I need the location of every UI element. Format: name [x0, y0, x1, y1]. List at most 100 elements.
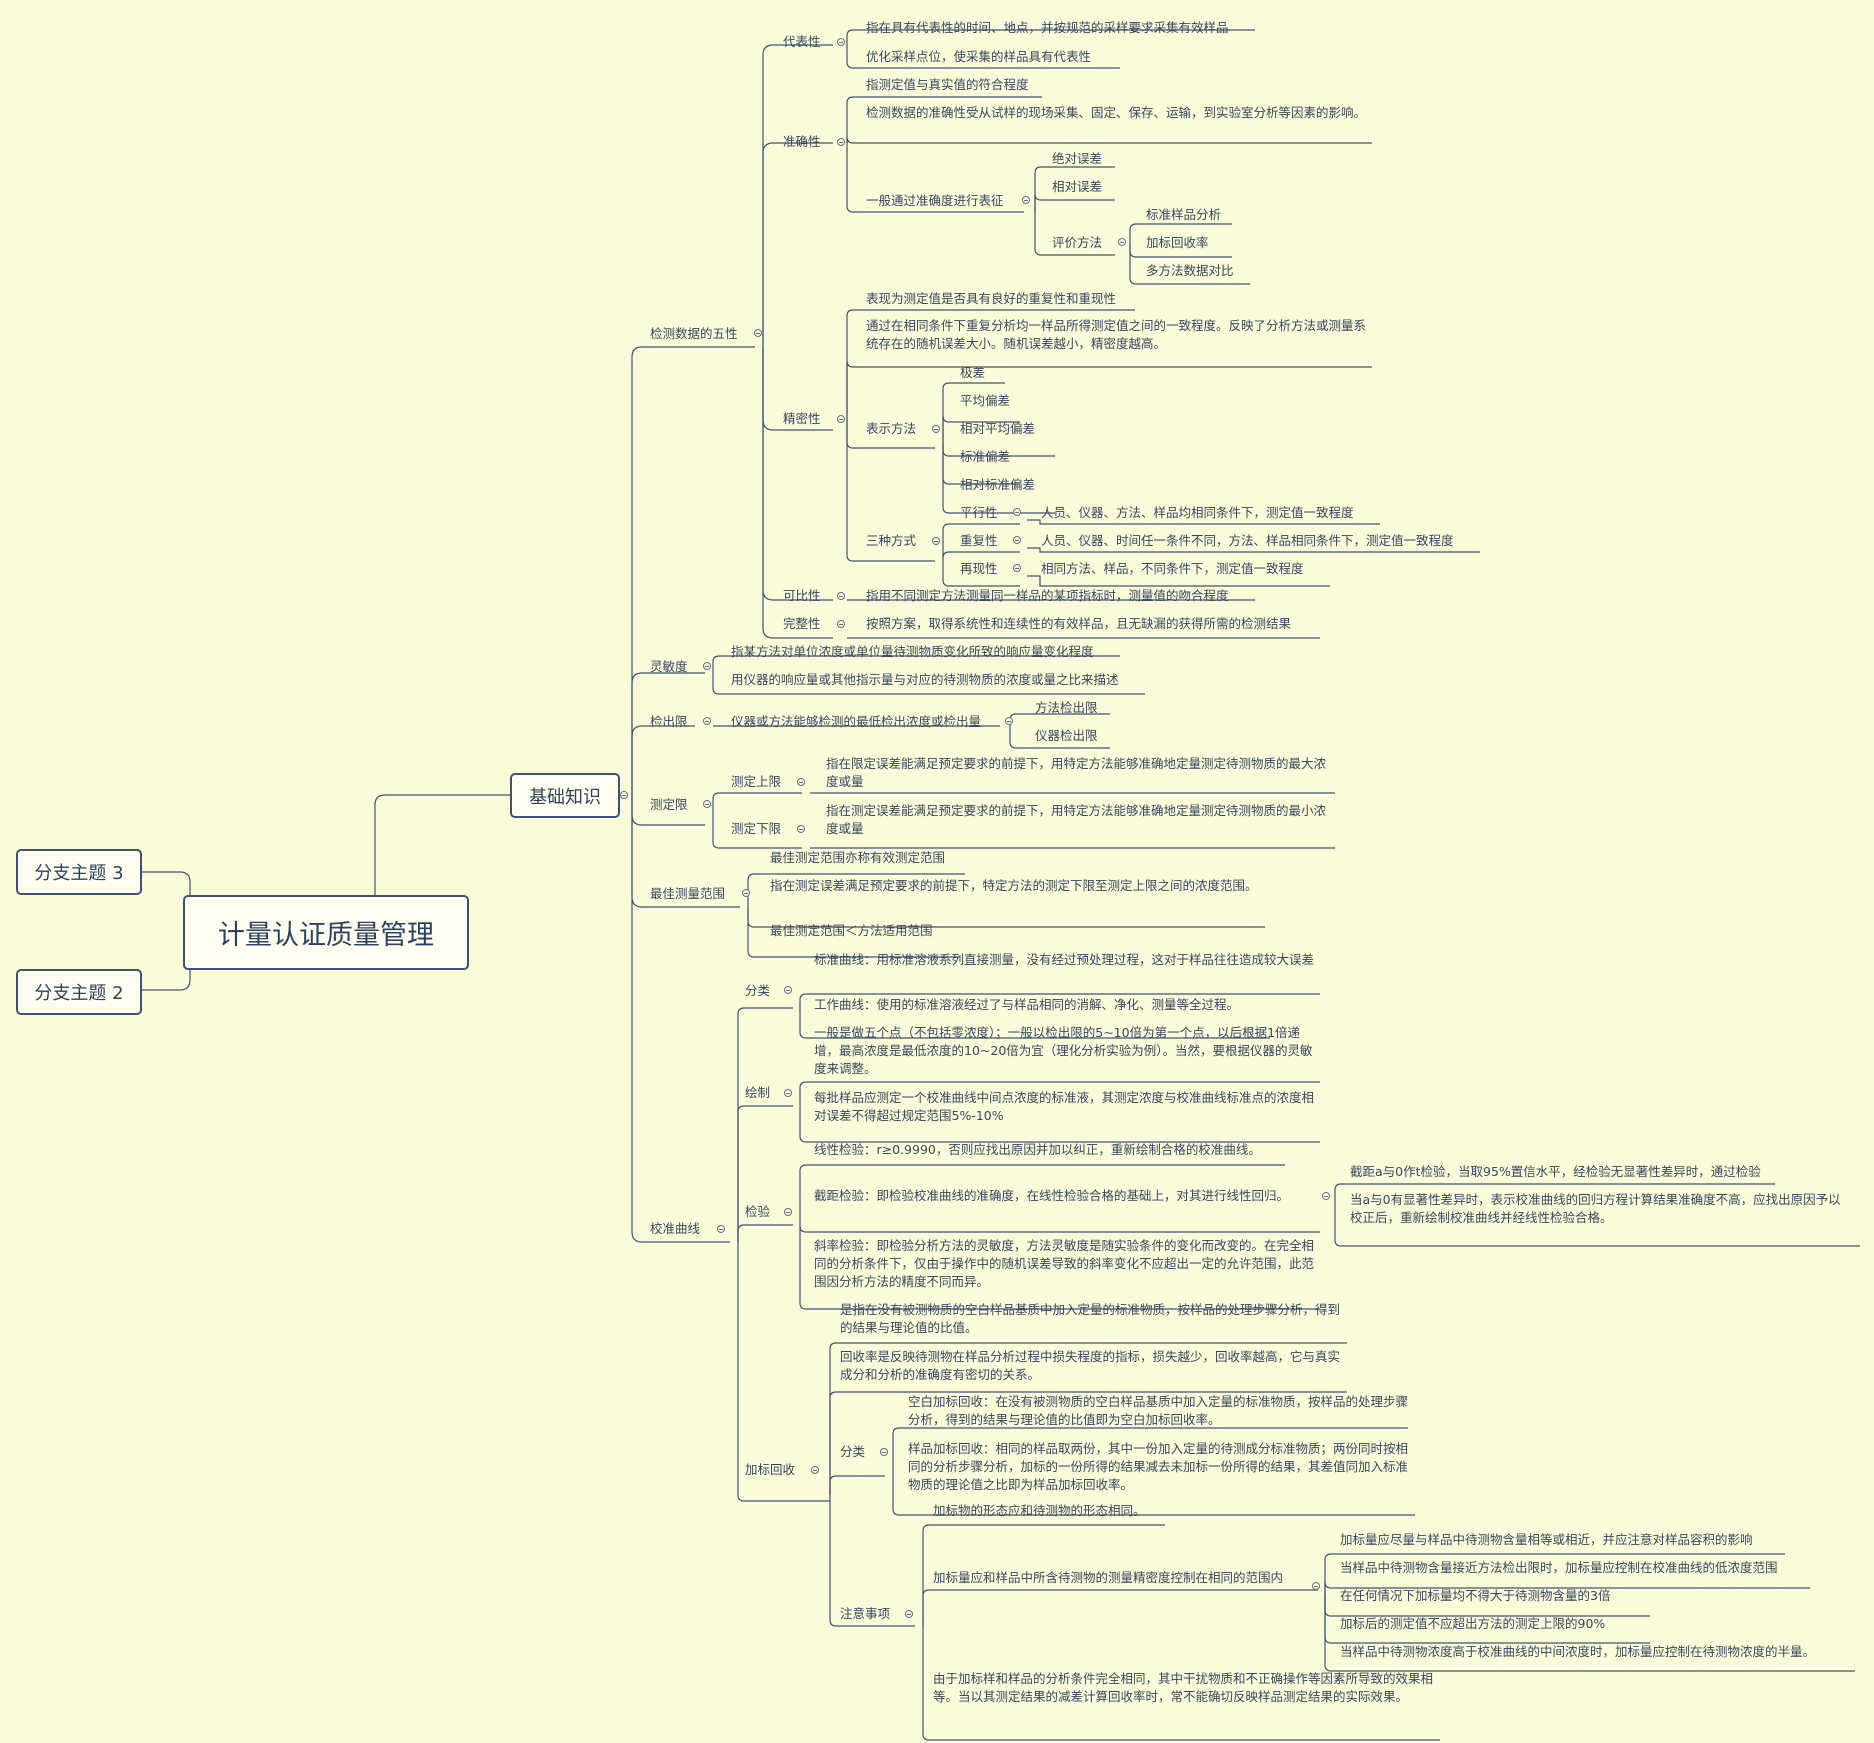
collapse-toggle-icon[interactable]: [932, 425, 940, 433]
topic-range[interactable]: 极差: [960, 365, 986, 380]
topic-wuxing[interactable]: 检测数据的五性: [650, 326, 738, 341]
topic-jb-fenlei-1[interactable]: 空白加标回收：在没有被测物质的空白样品基质中加入定量的标准物质，按样品的处理步骤…: [908, 1394, 1409, 1427]
topic-std-dev[interactable]: 标准偏差: [960, 449, 1011, 464]
collapse-toggle-icon[interactable]: [932, 537, 940, 545]
topic-cal-fenlei[interactable]: 分类: [745, 983, 771, 998]
collapse-toggle-icon[interactable]: [703, 800, 711, 808]
central-topic[interactable]: 计量认证质量管理: [183, 895, 469, 970]
topic-zhuyi-2a[interactable]: 加标量应尽量与样品中待测物含量相等或相近，并应注意对样品容积的影响: [1340, 1532, 1753, 1547]
topic-zhuyi-2[interactable]: 加标量应和样品中所含待测物的测量精密度控制在相同的范围内: [933, 1570, 1284, 1585]
topic-parallel[interactable]: 平行性: [960, 505, 998, 520]
main-topic-basics[interactable]: 基础知识: [510, 773, 620, 818]
topic-jianchu[interactable]: 检出限: [650, 714, 688, 729]
collapse-toggle-icon[interactable]: [1013, 536, 1021, 544]
topic-fenlei-1[interactable]: 标准曲线：用标准溶液系列直接测量，没有经过预处理过程，这对于样品往往造成较大误差: [814, 952, 1315, 967]
topic-cedingxian[interactable]: 测定限: [650, 797, 688, 812]
topic-wanzheng[interactable]: 完整性: [783, 616, 821, 631]
topic-fenlei-2[interactable]: 工作曲线：使用的标准溶液经过了与样品相同的消解、净化、测量等全过程。: [814, 997, 1240, 1012]
topic-jb-fenlei-2[interactable]: 样品加标回收：相同的样品取两份，其中一份加入定量的待测成分标准物质；两份同时按相…: [908, 1441, 1409, 1492]
topic-jingmi-4[interactable]: 三种方式: [866, 533, 917, 548]
topic-jianyan-2b[interactable]: 当a与0有显著性差异时，表示校准曲线的回归方程计算结果准确度不高，应找出原因予以…: [1350, 1192, 1841, 1225]
topic-jiabiao-2[interactable]: 回收率是反映待测物在样品分析过程中损失程度的指标，损失越少，回收率越高，它与真实…: [840, 1349, 1341, 1382]
collapse-toggle-icon[interactable]: [1013, 508, 1021, 516]
collapse-toggle-icon[interactable]: [797, 825, 805, 833]
topic-avg-dev[interactable]: 平均偏差: [960, 393, 1011, 408]
topic-huizhi-1[interactable]: 一般是做五个点（不包括零浓度）；一般以检出限的5~10倍为第一个点，以后根据1倍…: [814, 1025, 1313, 1076]
collapse-toggle-icon[interactable]: [797, 778, 805, 786]
collapse-toggle-icon[interactable]: [1118, 238, 1126, 246]
branch-topic-3[interactable]: 分支主题 3: [16, 849, 142, 895]
topic-upper-limit[interactable]: 测定上限: [731, 774, 782, 789]
topic-kebi[interactable]: 可比性: [783, 588, 821, 603]
topic-jiaozhun[interactable]: 校准曲线: [650, 1221, 701, 1236]
topic-kebi-1[interactable]: 指用不同测定方法测量同一样品的某项指标时，测量值的吻合程度: [866, 588, 1229, 603]
collapse-toggle-icon[interactable]: [837, 592, 845, 600]
topic-zhuyi[interactable]: 注意事项: [840, 1606, 891, 1621]
topic-absolute-error[interactable]: 绝对误差: [1052, 151, 1103, 166]
topic-instr-dl[interactable]: 仪器检出限: [1035, 728, 1098, 743]
topic-zuijia-2[interactable]: 指在测定误差满足预定要求的前提下，特定方法的测定下限至测定上限之间的浓度范围。: [770, 878, 1258, 893]
topic-jianyan-2a[interactable]: 截距a与0作t检验，当取95%置信水平，经检验无显著性差异时，通过检验: [1350, 1164, 1761, 1179]
topic-daibiao-1[interactable]: 指在具有代表性的时间、地点，并按规范的采样要求采集有效样品: [866, 20, 1229, 35]
collapse-toggle-icon[interactable]: [742, 889, 750, 897]
topic-zhuyi-2d[interactable]: 加标后的测定值不应超出方法的测定上限的90%: [1340, 1616, 1606, 1631]
topic-wanzheng-1[interactable]: 按照方案，取得系统性和连续性的有效样品，且无缺漏的获得所需的检测结果: [866, 616, 1292, 631]
collapse-toggle-icon[interactable]: [703, 662, 711, 670]
topic-jianyan-2[interactable]: 截距检验：即检验校准曲线的准确度，在线性检验合格的基础上，对其进行线性回归。: [814, 1188, 1290, 1203]
topic-zhuyi-2b[interactable]: 当样品中待测物含量接近方法检出限时，加标量应控制在校准曲线的低浓度范围: [1340, 1560, 1778, 1575]
topic-zhunque-2[interactable]: 检测数据的准确性受从试样的现场采集、固定、保存、运输，到实验室分析等因素的影响。: [866, 105, 1367, 120]
topic-reproduce[interactable]: 再现性: [960, 561, 998, 576]
topic-zuijia[interactable]: 最佳测量范围: [650, 886, 726, 901]
collapse-toggle-icon[interactable]: [811, 1466, 819, 1474]
topic-method-dl[interactable]: 方法检出限: [1035, 700, 1098, 715]
topic-zuijia-1[interactable]: 最佳测定范围亦称有效测定范围: [770, 850, 946, 865]
topic-parallel-desc[interactable]: 人员、仪器、方法、样品均相同条件下，测定值一致程度: [1041, 505, 1354, 520]
topic-zhuyi-2e[interactable]: 当样品中待测物浓度高于校准曲线的中间浓度时，加标量应控制在待测物浓度的半量。: [1340, 1644, 1816, 1659]
collapse-toggle-icon[interactable]: [703, 717, 711, 725]
topic-zhuyi-1[interactable]: 加标物的形态应和待测物的形态相同。: [933, 1503, 1146, 1518]
topic-upper-limit-desc[interactable]: 指在限定误差能满足预定要求的前提下，用特定方法能够准确地定量测定待测物质的最大浓…: [826, 756, 1327, 789]
collapse-toggle-icon[interactable]: [1312, 1582, 1320, 1590]
collapse-toggle-icon[interactable]: [784, 1208, 792, 1216]
collapse-toggle-icon[interactable]: [1022, 196, 1030, 204]
topic-lower-limit[interactable]: 测定下限: [731, 821, 782, 836]
topic-rel-avg-dev[interactable]: 相对平均偏差: [960, 421, 1036, 436]
topic-eval-1[interactable]: 标准样品分析: [1146, 207, 1222, 222]
collapse-toggle-icon[interactable]: [784, 1089, 792, 1097]
topic-lingmin-2[interactable]: 用仪器的响应量或其他指示量与对应的待测物质的浓度或量之比来描述: [731, 672, 1119, 687]
topic-huizhi[interactable]: 绘制: [745, 1085, 771, 1100]
topic-lingmin-1[interactable]: 指某方法对单位浓度或单位量待测物质变化所致的响应量变化程度: [731, 644, 1094, 659]
topic-daibiao-2[interactable]: 优化采样点位，使采集的样品具有代表性: [866, 49, 1092, 64]
topic-reproduce-desc[interactable]: 相同方法、样品，不同条件下，测定值一致程度: [1041, 561, 1304, 576]
collapse-toggle-icon[interactable]: [717, 1225, 725, 1233]
collapse-toggle-icon[interactable]: [1322, 1192, 1330, 1200]
collapse-toggle-icon[interactable]: [754, 329, 762, 337]
topic-eval-method[interactable]: 评价方法: [1052, 235, 1103, 250]
topic-eval-3[interactable]: 多方法数据对比: [1146, 263, 1234, 278]
topic-jingmi-3[interactable]: 表示方法: [866, 421, 917, 436]
collapse-toggle-icon[interactable]: [837, 38, 845, 46]
collapse-toggle-icon[interactable]: [880, 1448, 888, 1456]
topic-repeat-desc[interactable]: 人员、仪器、时间任一条件不同，方法、样品相同条件下，测定值一致程度: [1041, 533, 1454, 548]
topic-zhunque-3[interactable]: 一般通过准确度进行表征: [866, 193, 1004, 208]
topic-jiabiao-1[interactable]: 是指在没有被测物质的空白样品基质中加入定量的标准物质，按样品的处理步骤分析，得到…: [840, 1302, 1341, 1335]
topic-jianyan[interactable]: 检验: [745, 1204, 771, 1219]
topic-jb-fenlei[interactable]: 分类: [840, 1444, 866, 1459]
topic-jingmi-2[interactable]: 通过在相同条件下重复分析均一样品所得测定值之间的一致程度。反映了分析方法或测量系…: [866, 318, 1367, 351]
collapse-toggle-icon[interactable]: [620, 791, 628, 799]
topic-huizhi-2[interactable]: 每批样品应测定一个校准曲线中间点浓度的标准液，其测定浓度与校准曲线标准点的浓度相…: [814, 1090, 1315, 1123]
topic-zhuyi-3[interactable]: 由于加标样和样品的分析条件完全相同，其中干扰物质和不正确操作等因素所导致的效果相…: [933, 1671, 1434, 1704]
topic-eval-2[interactable]: 加标回收率: [1146, 235, 1209, 250]
topic-daibiao[interactable]: 代表性: [783, 34, 821, 49]
collapse-toggle-icon[interactable]: [1013, 564, 1021, 572]
topic-zhunque-1[interactable]: 指测定值与真实值的符合程度: [866, 77, 1029, 92]
collapse-toggle-icon[interactable]: [784, 986, 792, 994]
topic-zhunque[interactable]: 准确性: [783, 134, 821, 149]
collapse-toggle-icon[interactable]: [905, 1610, 913, 1618]
collapse-toggle-icon[interactable]: [837, 138, 845, 146]
topic-lingmin[interactable]: 灵敏度: [650, 659, 688, 674]
topic-jingmi-1[interactable]: 表现为测定值是否具有良好的重复性和重现性: [866, 291, 1117, 306]
topic-jianyan-3[interactable]: 斜率检验：即检验分析方法的灵敏度，方法灵敏度是随实验条件的变化而改变的。在完全相…: [814, 1238, 1315, 1289]
topic-lower-limit-desc[interactable]: 指在测定误差能满足预定要求的前提下，用特定方法能够准确地定量测定待测物质的最小浓…: [826, 803, 1327, 836]
topic-zuijia-3[interactable]: 最佳测定范围＜方法适用范围: [770, 923, 933, 938]
